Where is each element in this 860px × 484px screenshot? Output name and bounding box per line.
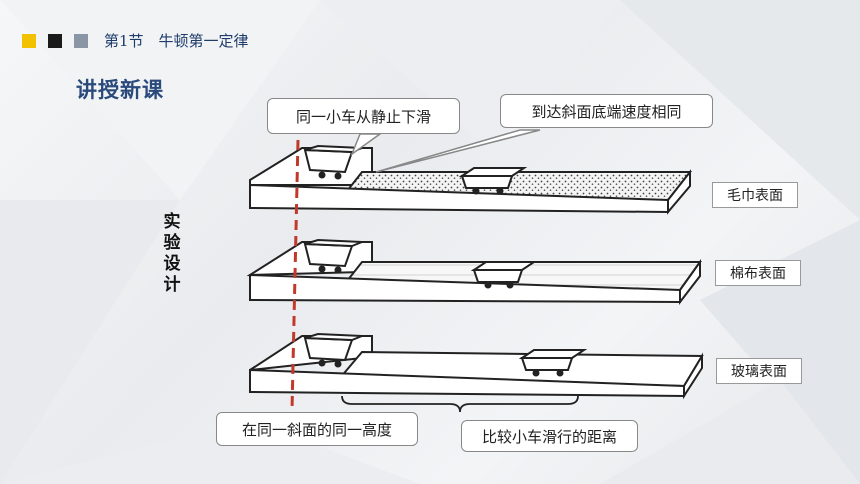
cart-moving xyxy=(458,167,528,195)
header-squares xyxy=(22,34,88,48)
callout-pointer xyxy=(350,133,383,157)
track-glass xyxy=(249,332,704,400)
section-title: 讲授新课 xyxy=(76,78,164,102)
track-cotton xyxy=(246,238,702,305)
label-cotton-surface: 棉布表面 xyxy=(715,260,801,286)
callout-compare-distance: 比较小车滑行的距离 xyxy=(461,420,638,452)
black-square xyxy=(48,34,62,48)
cart-moving xyxy=(470,261,538,289)
callout-pointer xyxy=(375,129,541,173)
callout-same-cart: 同一小车从静止下滑 xyxy=(267,98,460,134)
yellow-square xyxy=(22,34,36,48)
track-towel xyxy=(249,144,693,215)
vertical-label: 实 验 设 计 xyxy=(160,212,184,296)
callout-same-height: 在同一斜面的同一高度 xyxy=(216,412,418,446)
same-height-dashed-line xyxy=(290,139,300,411)
header-section-label: 第1节 牛顿第一定律 xyxy=(104,32,249,50)
label-glass-surface: 玻璃表面 xyxy=(716,358,802,384)
gray-square xyxy=(74,34,88,48)
label-towel-surface: 毛巾表面 xyxy=(712,182,798,208)
vertical-char: 实 xyxy=(163,212,181,232)
distance-bracket xyxy=(341,395,579,413)
vertical-char: 计 xyxy=(163,275,181,295)
cart-top xyxy=(303,332,363,368)
cart-top xyxy=(303,144,363,180)
vertical-char: 验 xyxy=(163,233,181,253)
vertical-char: 设 xyxy=(163,254,181,274)
callout-same-speed: 到达斜面底端速度相同 xyxy=(500,94,713,128)
cart-top xyxy=(303,238,363,274)
cart-moving xyxy=(518,349,588,377)
